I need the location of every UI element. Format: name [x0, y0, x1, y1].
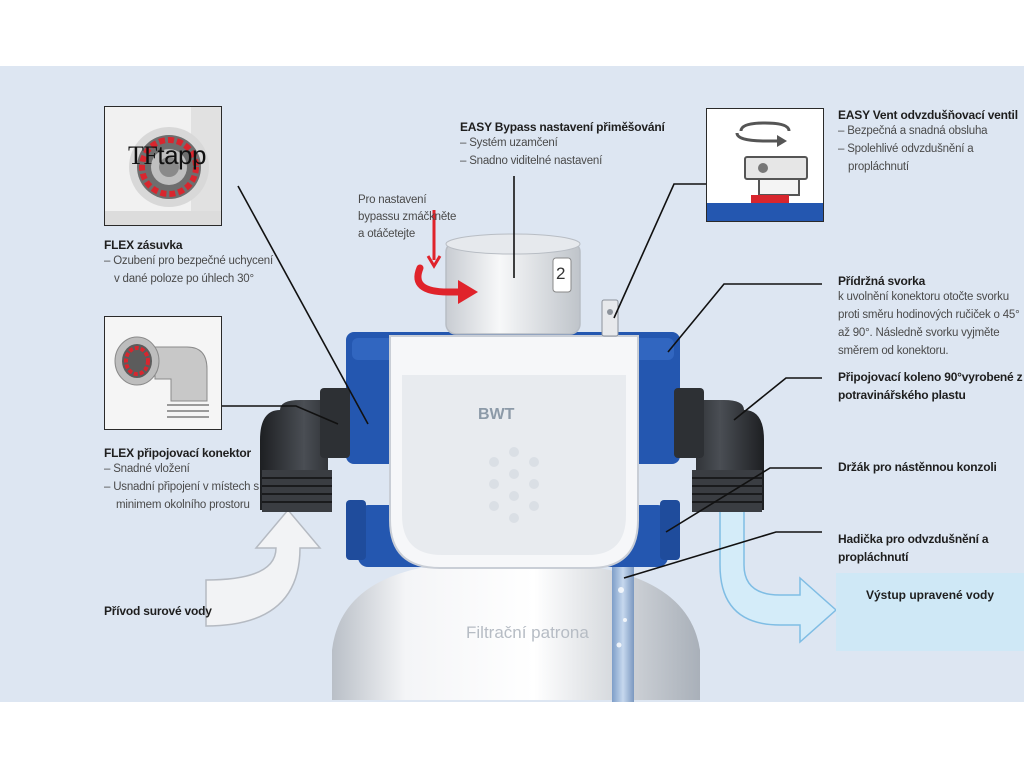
hose-callout: Hadička pro odvzdušnění a propláchnutí — [838, 530, 989, 566]
decorative-dots — [489, 447, 539, 523]
flex-socket-line-1: – Ozubení pro bezpečné uchycení — [104, 255, 273, 267]
outlet-label: Výstup upravené vody — [866, 588, 995, 602]
easy-bypass-line-1: – Systém uzamčení — [460, 137, 558, 149]
easy-vent-inset — [706, 108, 824, 222]
flex-socket-inset — [104, 106, 222, 226]
vent-valve — [601, 299, 619, 337]
elbow-callout: Připojovací koleno 90°vyrobené z potravi… — [838, 368, 1023, 404]
bypass-hint: Pro nastavení bypassu zmáčkněte a otáčet… — [358, 194, 457, 240]
flex-socket-callout: FLEX zásuvka – Ozubení pro bezpečné uchy… — [104, 238, 273, 288]
clamp-callout: Přídržná svorka k uvolnění konektoru oto… — [838, 274, 1020, 360]
flex-connector-callout: FLEX připojovací konektor – Snadné vlože… — [104, 446, 259, 514]
left-elbow-connector — [260, 388, 350, 512]
easy-bypass-line-2: – Snadno viditelné nastavení — [460, 155, 603, 167]
inlet-label: Přívod surové vody — [104, 604, 212, 618]
clamp-title: Přídržná svorka — [838, 274, 926, 288]
bracket-title: Držák pro nástěnnou konzoli — [838, 460, 997, 474]
watermark-logo: TFtapp — [128, 140, 206, 170]
easy-vent-callout: EASY Vent odvzdušňovací ventil – Bezpečn… — [838, 108, 1018, 176]
easy-vent-line-1: – Bezpečná a snadná obsluha — [838, 125, 988, 137]
easy-bypass-title: EASY Bypass nastavení přiměšování — [460, 120, 665, 134]
flex-connector-inset — [104, 316, 222, 430]
elbow-title-1: Připojovací koleno 90°vyrobené z — [838, 370, 1023, 384]
filter-cartridge-label: Filtrační patrona — [466, 623, 589, 642]
right-elbow-connector — [674, 388, 764, 512]
brand-logo: BWT — [478, 406, 515, 423]
flex-connector-title: FLEX připojovací konektor — [104, 446, 252, 460]
easy-vent-title: EASY Vent odvzdušňovací ventil — [838, 108, 1018, 122]
easy-vent-line-2: – Spolehlivé odvzdušnění a — [838, 143, 974, 155]
clamp-line-2: proti směru hodinových ručiček o 45° — [838, 309, 1020, 321]
inlet-arrow — [205, 508, 322, 627]
easy-vent-line-3: propláchnutí — [848, 161, 909, 173]
vent-hose — [612, 560, 634, 702]
bypass-setting-number: 2 — [556, 264, 566, 283]
outlet-box — [836, 573, 1024, 651]
leader-lines — [222, 176, 822, 579]
clamp-line-4: směrem od konektoru. — [838, 345, 949, 357]
flex-connector-line-3: minimem okolního prostoru — [116, 499, 250, 511]
bracket-callout: Držák pro nástěnnou konzoli — [838, 460, 997, 474]
elbow-title-2: potravinářského plastu — [838, 388, 966, 402]
rotate-arrow — [414, 264, 466, 296]
flex-socket-title: FLEX zásuvka — [104, 238, 183, 252]
filter-cartridge — [332, 568, 700, 700]
easy-bypass-callout: EASY Bypass nastavení přiměšování – Syst… — [460, 120, 665, 170]
hose-title-1: Hadička pro odvzdušnění a — [838, 532, 989, 546]
hose-title-2: propláchnutí — [838, 550, 909, 564]
flex-connector-line-2: – Usnadní připojení v místech s — [104, 481, 259, 493]
clamp-line-1: k uvolnění konektoru otočte svorku — [838, 291, 1009, 303]
flex-connector-line-1: – Snadné vložení — [104, 463, 190, 475]
flex-socket-line-2: v dané poloze po úhlech 30° — [114, 273, 254, 285]
clamp-line-3: až 90°. Následně svorku vyjměte — [838, 327, 1000, 339]
outlet-arrow — [719, 504, 838, 644]
